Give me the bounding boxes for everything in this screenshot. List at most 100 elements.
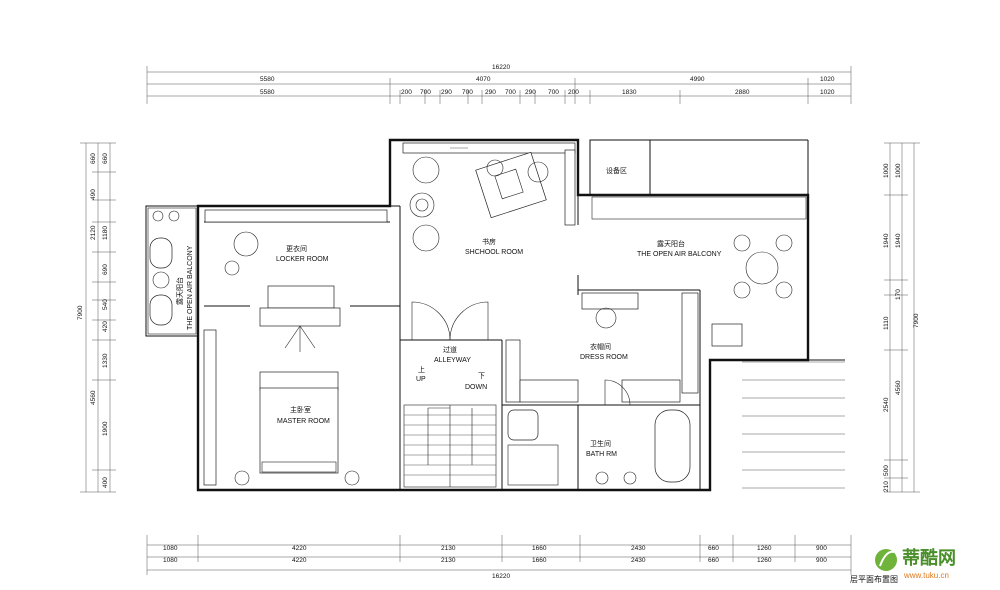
stairs-up-en: UP <box>416 376 426 383</box>
dim-top-r2-1: 5580 <box>260 89 275 96</box>
bathroom-fixtures <box>507 409 691 486</box>
bath-room-en: BATH RM <box>586 451 617 458</box>
dress-furniture <box>505 292 699 403</box>
dim-right-4: 1940 <box>895 233 902 248</box>
dim-top-r2-13: 1020 <box>820 89 835 96</box>
dim-top-r1-1: 5580 <box>260 76 275 83</box>
dim-left-6: 690 <box>102 264 109 275</box>
dim-right-2: 1000 <box>895 163 902 178</box>
balcony-left-cn: 露天阳台 <box>175 277 184 305</box>
equipment-area-cn: 设备区 <box>606 166 627 175</box>
dim-bot-r1-7: 1260 <box>757 545 772 552</box>
dim-bot-r1-8: 900 <box>816 545 827 552</box>
dim-left-8: 420 <box>102 321 109 332</box>
dim-top-r2-8: 290 <box>525 89 536 96</box>
right-dimensions: 1000 1000 1940 1940 170 1110 2540 4560 5… <box>883 142 920 493</box>
doors <box>411 301 631 406</box>
dim-bot-r1-5: 2430 <box>631 545 646 552</box>
alley-en: ALLEYWAY <box>434 357 471 364</box>
plan-title: 层平面布置图 <box>850 574 898 584</box>
dim-right-7: 2540 <box>883 397 890 412</box>
dim-top-r2-7: 700 <box>505 89 516 96</box>
dim-bot-r2-3: 2130 <box>441 557 456 564</box>
dim-right-9: 500 <box>883 465 890 476</box>
study-room-cn: 书房 <box>482 237 496 246</box>
dim-top-r2-12: 2880 <box>735 89 750 96</box>
balcony-right-en: THE OPEN AIR BALCONY <box>637 251 722 258</box>
stairs-down-cn: 下 <box>478 372 485 380</box>
study-room-en: SHCHOOL ROOM <box>465 249 523 256</box>
dim-top-r1-3: 4990 <box>690 76 705 83</box>
study-furniture <box>402 142 576 252</box>
dim-left-2: 660 <box>102 153 109 164</box>
dim-top-r2-11: 1830 <box>622 89 637 96</box>
dim-left-11: 1900 <box>102 421 109 436</box>
dim-left-7: 540 <box>102 299 109 310</box>
dim-bot-r2-7: 1260 <box>757 557 772 564</box>
dim-top-r2-4: 290 <box>441 89 452 96</box>
dim-right-3: 1940 <box>883 233 890 248</box>
dim-right-6: 1110 <box>883 316 890 330</box>
dress-room-cn: 衣帽间 <box>590 342 611 351</box>
walls <box>145 138 845 492</box>
dim-left-3: 490 <box>90 189 97 200</box>
logo-cn: 蒂酷网 <box>902 547 956 568</box>
dim-left-9: 1330 <box>102 353 109 368</box>
dim-left-5: 1180 <box>102 226 109 240</box>
dim-top-r2-5: 700 <box>462 89 473 96</box>
dim-top-overall: 16220 <box>492 64 510 71</box>
dim-bot-r1-1: 1080 <box>163 545 178 552</box>
dim-top-r2-10: 200 <box>568 89 579 96</box>
dim-right-overall: 7900 <box>913 313 920 328</box>
dim-bot-r1-4: 1660 <box>532 545 547 552</box>
dim-bot-r2-8: 900 <box>816 557 827 564</box>
dim-right-8: 4560 <box>895 380 902 395</box>
dim-bot-r2-5: 2430 <box>631 557 646 564</box>
dim-bot-r1-3: 2130 <box>441 545 456 552</box>
dim-bot-r1-2: 4220 <box>292 545 307 552</box>
master-bed <box>203 329 360 486</box>
logo-en: www.tuku.cn <box>903 571 949 580</box>
dim-bot-r1-6: 660 <box>708 545 719 552</box>
site-logo: 蒂酷网 www.tuku.cn <box>872 538 982 584</box>
top-dimensions: 16220 5580 4070 4990 1020 5580 200 700 2… <box>146 64 852 104</box>
dim-bot-r2-1: 1080 <box>163 557 178 564</box>
locker-room-cn: 更衣间 <box>286 244 307 253</box>
dim-left-4: 2120 <box>90 225 97 240</box>
dim-top-r2-9: 700 <box>548 89 559 96</box>
locker-furniture <box>204 209 388 352</box>
balcony-right-cn: 露天阳台 <box>657 239 685 248</box>
dim-right-5: 170 <box>895 289 902 300</box>
dim-bot-r2-2: 4220 <box>292 557 307 564</box>
balcony-left-en: THE OPEN AIR BALCONY <box>187 245 194 330</box>
dim-left-1: 660 <box>90 153 97 164</box>
alley-cn: 过道 <box>443 345 457 354</box>
dim-left-overall: 7900 <box>77 305 84 320</box>
left-balcony-furniture <box>149 210 180 326</box>
master-room-cn: 主卧室 <box>290 405 311 414</box>
staircase <box>403 404 497 488</box>
master-room-en: MASTER ROOM <box>277 418 330 425</box>
dim-bot-overall: 16220 <box>492 573 510 580</box>
stairs-up-cn: 上 <box>418 365 425 374</box>
dim-bot-r2-6: 660 <box>708 557 719 564</box>
dim-top-r2-2: 200 <box>401 89 412 96</box>
dim-top-r2-3: 700 <box>420 89 431 96</box>
room-labels: 更衣间 LOCKER ROOM 书房 SHCHOOL ROOM 设备区 露天阳台… <box>175 166 722 458</box>
right-balcony-furniture <box>591 194 845 489</box>
dim-bot-r2-4: 1660 <box>532 557 547 564</box>
dim-left-10: 4560 <box>90 390 97 405</box>
dim-top-r1-2: 4070 <box>476 76 491 83</box>
dim-right-1: 1000 <box>883 163 890 178</box>
stairs-down-en: DOWN <box>465 384 487 391</box>
dim-top-r1-4: 1020 <box>820 76 835 83</box>
bottom-dimensions: 1080 4220 2130 1660 2430 660 1260 900 10… <box>146 535 852 580</box>
dim-left-12: 400 <box>102 477 109 488</box>
dress-room-en: DRESS ROOM <box>580 354 628 361</box>
locker-room-en: LOCKER ROOM <box>276 256 329 263</box>
bath-room-cn: 卫生间 <box>590 439 611 448</box>
dim-top-r2-6: 290 <box>485 89 496 96</box>
dim-right-10: 210 <box>883 481 890 492</box>
left-dimensions: 7900 660 660 490 2120 1180 690 540 420 1… <box>77 142 116 493</box>
